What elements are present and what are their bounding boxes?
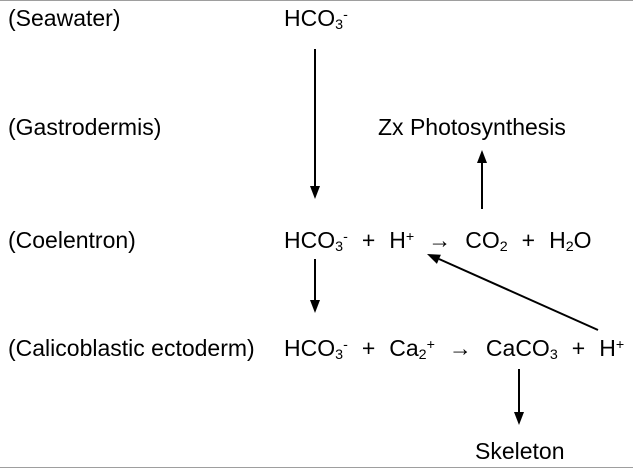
formula-superscript: + — [426, 336, 435, 353]
species-caco3: CaCO3 — [485, 335, 558, 364]
formula-subscript: 3 — [549, 347, 558, 364]
plus-operator: + — [361, 227, 376, 253]
label-gastrodermis: (Gastrodermis) — [8, 114, 162, 140]
formula-subscript: 3 — [335, 347, 344, 364]
formula-base: HCO — [284, 227, 336, 253]
plus-operator: + — [521, 227, 536, 253]
coelentron-hco3-down-arrow — [310, 259, 320, 313]
co2-to-photosynthesis-up-arrow — [477, 150, 487, 209]
formula-base: H — [389, 227, 406, 253]
formula-subscript: 2 — [565, 239, 574, 256]
yields-arrow-operator: → — [448, 335, 472, 361]
formula-superscript: + — [405, 228, 415, 245]
formula-superscript: - — [343, 228, 348, 245]
species-h2o: H2O — [549, 227, 592, 256]
formula-base: HCO — [284, 335, 336, 361]
plus-operator: + — [361, 335, 376, 361]
species-hco3: HCO3- — [284, 335, 348, 364]
formula-subscript: 2 — [418, 347, 427, 364]
species-ca: Ca2+ — [389, 335, 435, 364]
formula-base: H — [549, 227, 566, 253]
formula-subscript: 3 — [335, 239, 344, 256]
formula-superscript: - — [343, 336, 348, 353]
formula-base: O — [573, 227, 592, 253]
species-hco3: HCO3- — [284, 227, 348, 256]
label-coelentron: (Coelentron) — [8, 227, 136, 253]
formula-superscript: - — [343, 6, 348, 23]
seawater-hco3-down-arrow — [310, 49, 320, 199]
coelentron-equation: HCO3- + H+ → CO2 + H2O — [284, 227, 592, 256]
species-co2: CO2 — [465, 227, 508, 256]
species-h-plus: H+ — [599, 335, 624, 362]
yields-arrow-operator: → — [428, 227, 452, 253]
plus-operator: + — [571, 335, 586, 361]
formula-base: CO — [465, 227, 500, 253]
formula-subscript: 3 — [335, 17, 344, 34]
seawater-hco3: HCO3- — [284, 5, 348, 34]
calicoblastic-equation: HCO3- + Ca2+ → CaCO3 + H+ — [284, 335, 624, 364]
formula-superscript: + — [615, 336, 625, 353]
h-plus-recycle-diagonal-arrow — [427, 254, 599, 331]
skeleton-label: Skeleton — [475, 438, 565, 464]
photosynthesis-label: Zx Photosynthesis — [378, 114, 566, 140]
formula-base: H — [599, 335, 616, 361]
caco3-to-skeleton-down-arrow — [514, 369, 524, 425]
formula-subscript: 2 — [499, 239, 508, 256]
species-hco3: HCO3- — [284, 5, 348, 34]
formula-base: HCO — [284, 5, 336, 31]
formula-base: CaCO — [485, 335, 550, 361]
formula-base: Ca — [389, 335, 419, 361]
species-h-plus: H+ — [389, 227, 414, 254]
label-calicoblastic-ectoderm: (Calicoblastic ectoderm) — [8, 335, 255, 361]
label-seawater: (Seawater) — [8, 5, 121, 31]
